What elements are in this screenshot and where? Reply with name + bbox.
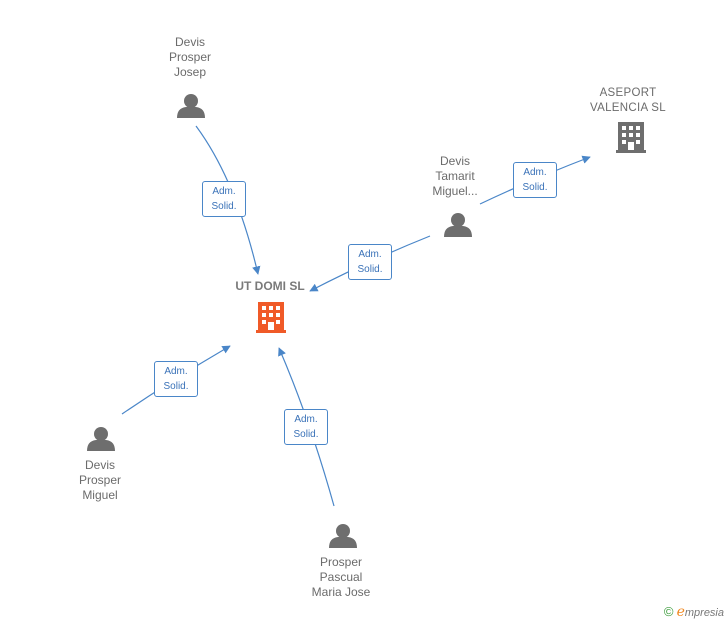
- edge-label-tamarit-center: Adm. Solid.: [348, 244, 392, 280]
- person-icon[interactable]: [329, 524, 357, 548]
- edge-label-miguel: Adm. Solid.: [154, 361, 198, 397]
- edge-label-pascual: Adm. Solid.: [284, 409, 328, 445]
- edge-label-tamarit-aseport: Adm. Solid.: [513, 162, 557, 198]
- copyright-icon: ©: [663, 604, 674, 619]
- edge-label-josep: Adm. Solid.: [202, 181, 246, 217]
- company-label-center[interactable]: UT DOMI SL: [235, 279, 305, 293]
- building-icon[interactable]: [256, 300, 286, 334]
- person-icon[interactable]: [444, 213, 472, 237]
- brand-e-logo: e: [676, 604, 685, 620]
- person-icon[interactable]: [87, 427, 115, 451]
- brand-watermark: © empresia: [664, 604, 724, 620]
- building-icon[interactable]: [616, 122, 646, 153]
- person-label-devis-tamarit-miguel[interactable]: Devis Tamarit Miguel...: [432, 154, 478, 198]
- person-label-prosper-pascual-maria-jose[interactable]: Prosper Pascual Maria Jose: [311, 555, 371, 599]
- company-label-aseport[interactable]: ASEPORT VALENCIA SL: [590, 87, 666, 114]
- person-icon[interactable]: [177, 94, 205, 118]
- person-label-devis-prosper-josep[interactable]: Devis Prosper Josep: [168, 35, 212, 79]
- person-label-devis-prosper-miguel[interactable]: Devis Prosper Miguel: [78, 458, 122, 502]
- brand-name: mpresia: [684, 607, 724, 619]
